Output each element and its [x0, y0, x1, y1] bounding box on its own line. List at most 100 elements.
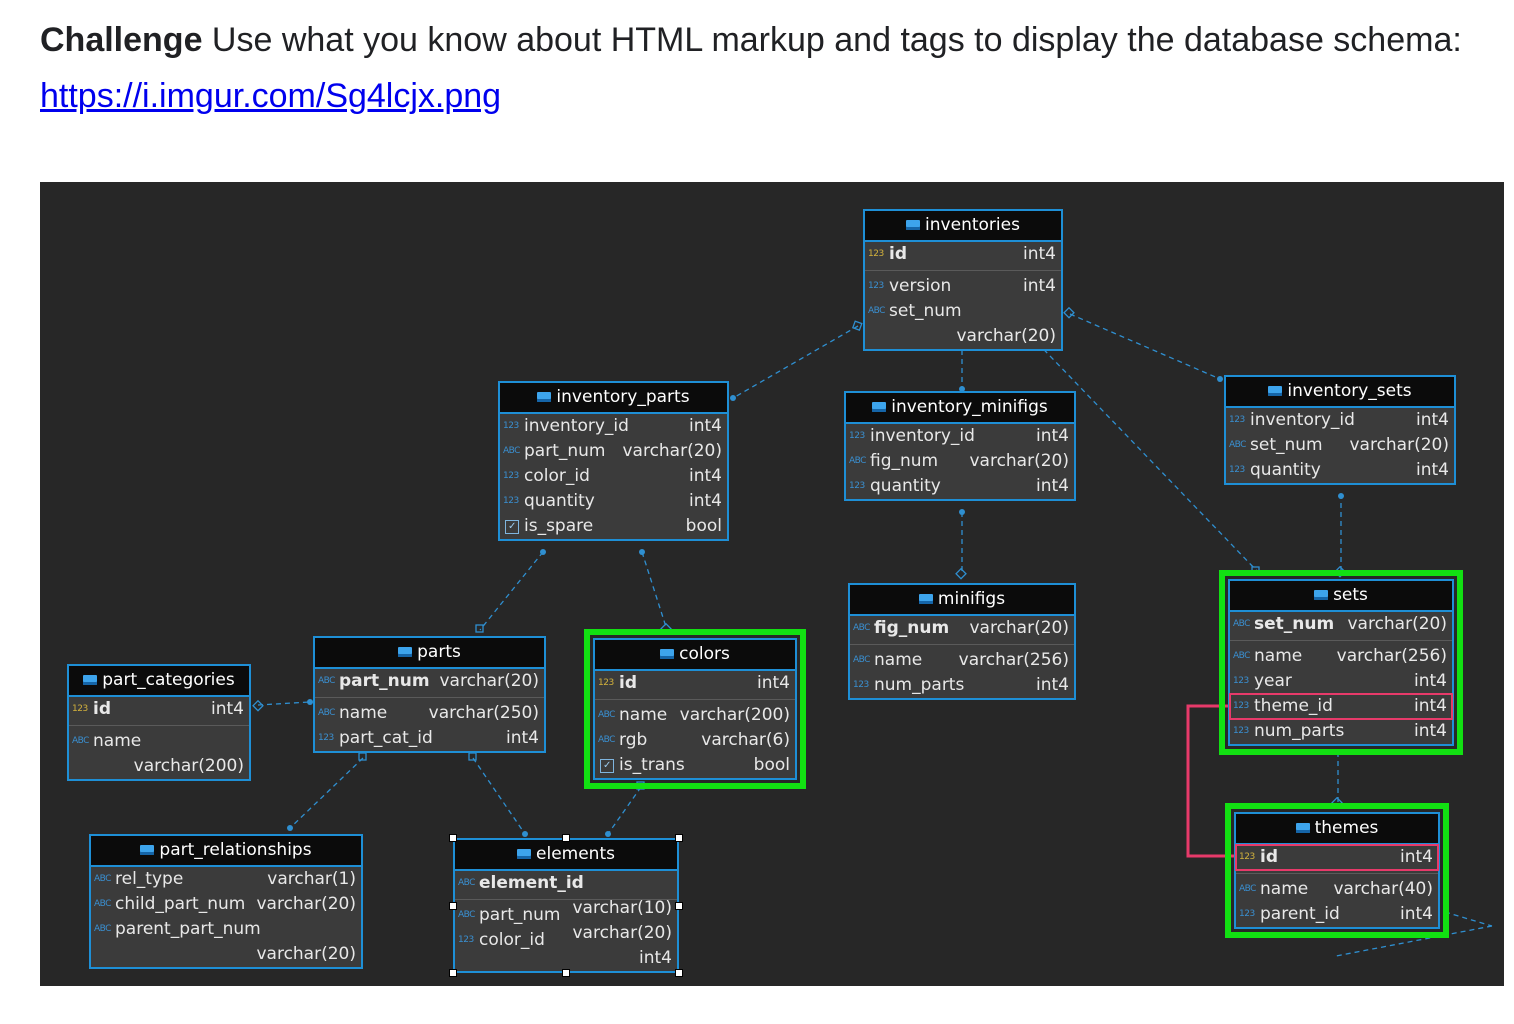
selection-handle[interactable]	[449, 834, 457, 842]
column-type: int4	[1036, 426, 1069, 446]
column-name: parent_part_num	[115, 919, 261, 939]
table-header[interactable]: part_categories	[69, 666, 249, 697]
number-type-icon: 123	[1239, 852, 1255, 862]
selection-handle[interactable]	[675, 834, 683, 842]
column-type: varchar(200)	[133, 756, 244, 776]
table-header[interactable]: inventory_parts	[500, 383, 727, 414]
table-header[interactable]: minifigs	[850, 585, 1074, 616]
table-header[interactable]: parts	[315, 638, 544, 669]
column-type: int4	[1414, 721, 1447, 741]
selection-handle[interactable]	[562, 834, 570, 842]
table-header[interactable]: elements	[455, 840, 677, 871]
column-type: varchar(256)	[958, 650, 1069, 670]
column-name: version	[889, 276, 952, 296]
table-icon	[537, 392, 552, 402]
schema-link[interactable]: https://i.imgur.com/Sg4lcjx.png	[40, 77, 502, 115]
selection-handle[interactable]	[675, 969, 683, 977]
table-header[interactable]: inventory_sets	[1226, 377, 1454, 408]
table-icon	[1295, 823, 1310, 833]
text-type-icon: ABC	[868, 306, 885, 316]
column-type: int4	[1416, 410, 1449, 430]
selection-handle[interactable]	[675, 901, 683, 910]
column-type: int4	[211, 699, 244, 719]
text-type-icon: ABC	[849, 456, 866, 466]
table-name: inventory_parts	[556, 387, 690, 407]
selection-handle[interactable]	[449, 901, 457, 910]
table-header[interactable]: colors	[595, 640, 795, 671]
table-header[interactable]: inventories	[865, 211, 1061, 242]
number-type-icon: 123	[503, 496, 519, 506]
table-header[interactable]: part_relationships	[91, 836, 361, 867]
number-type-icon: 123	[503, 421, 519, 431]
column-type: varchar(250)	[428, 703, 539, 723]
column-type: varchar(40)	[1333, 879, 1433, 899]
number-type-icon: 123	[853, 680, 869, 690]
table-header[interactable]: inventory_minifigs	[846, 393, 1074, 424]
column-type: int4	[1023, 276, 1056, 296]
table-header[interactable]: themes	[1236, 814, 1438, 845]
selection-handle[interactable]	[562, 969, 570, 977]
table-icon	[398, 647, 413, 657]
number-type-icon: 123	[1229, 465, 1245, 475]
text-type-icon: ABC	[1233, 651, 1250, 661]
text-type-icon: ABC	[318, 708, 335, 718]
table-icon	[906, 220, 921, 230]
number-type-icon: 123	[72, 704, 88, 714]
selection-handle[interactable]	[449, 969, 457, 977]
column-name: id	[619, 673, 637, 693]
table-header[interactable]: sets	[1230, 581, 1452, 612]
